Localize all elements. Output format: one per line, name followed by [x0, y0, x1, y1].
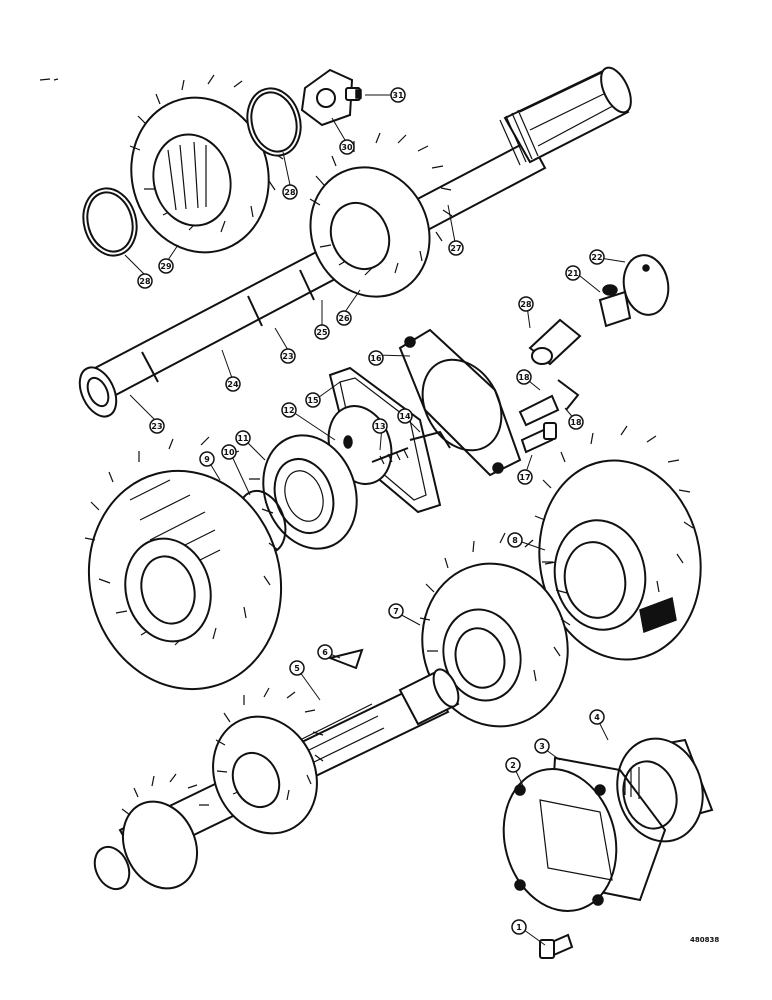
svg-text:29: 29: [160, 262, 172, 271]
callout-23-upper: 23: [280, 348, 296, 364]
svg-text:30: 30: [341, 143, 353, 152]
svg-text:13: 13: [374, 422, 385, 431]
svg-text:11: 11: [237, 434, 249, 443]
callout-21: 21: [565, 265, 581, 281]
svg-text:5: 5: [294, 664, 300, 673]
gear-8: [534, 425, 702, 661]
callout-1: 1: [511, 919, 527, 935]
callout-28-upper: 28: [282, 184, 298, 200]
callout-29: 29: [158, 258, 174, 274]
svg-text:4: 4: [594, 713, 600, 722]
callout-2: 2: [505, 757, 521, 773]
svg-text:7: 7: [393, 607, 399, 616]
bolt-18: [518, 379, 580, 427]
callout-28-left: 28: [137, 273, 153, 289]
bolt-13: [371, 447, 409, 465]
callout-31: 31: [390, 87, 406, 103]
svg-text:1: 1: [516, 923, 522, 932]
svg-text:23: 23: [151, 422, 162, 431]
callout-11: 11: [235, 430, 251, 446]
callout-16: 16: [368, 350, 384, 366]
svg-text:24: 24: [227, 380, 239, 389]
gear-9: [84, 436, 283, 691]
callout-13: 13: [372, 418, 388, 434]
bolt-17: [520, 422, 557, 454]
figure-code: 480838: [690, 936, 719, 944]
svg-text:9: 9: [204, 455, 210, 464]
callout-14: 14: [397, 408, 413, 424]
scan-mark: [39, 78, 59, 81]
svg-text:18: 18: [570, 418, 582, 427]
bearing-4: [616, 737, 714, 843]
retainer-plate-30: [300, 68, 354, 127]
callout-10: 10: [221, 444, 237, 460]
callout-25: 25: [314, 324, 330, 340]
svg-text:17: 17: [519, 473, 530, 482]
svg-text:21: 21: [567, 269, 579, 278]
callout-4: 4: [589, 709, 605, 725]
svg-text:16: 16: [370, 354, 382, 363]
gear-29: [129, 74, 284, 254]
svg-text:12: 12: [283, 406, 294, 415]
callout-7: 7: [388, 603, 404, 619]
lock-14: [409, 430, 451, 449]
upper-countershaft: [78, 66, 632, 418]
callout-29-bushing: 28: [518, 296, 534, 312]
gear-7: [419, 532, 571, 728]
svg-text:27: 27: [450, 244, 461, 253]
svg-text:8: 8: [512, 536, 518, 545]
callout-layer: 31 30 28 29 28 27 26 25 23 24 23 22 21 2…: [124, 87, 626, 946]
svg-text:22: 22: [591, 253, 602, 262]
svg-text:26: 26: [338, 314, 350, 323]
plate-22: [622, 254, 670, 316]
callout-30: 30: [339, 139, 355, 155]
bolt-1: [539, 933, 574, 959]
cover-2: [502, 768, 618, 912]
callout-15: 15: [305, 392, 321, 408]
svg-text:31: 31: [392, 91, 404, 100]
callout-9: 9: [199, 451, 215, 467]
callout-24: 24: [225, 376, 241, 392]
svg-text:23: 23: [282, 352, 293, 361]
svg-text:28: 28: [284, 188, 296, 197]
svg-text:10: 10: [223, 448, 235, 457]
bearing-11: [262, 434, 358, 550]
callout-5: 5: [289, 660, 305, 676]
cover-16: [398, 328, 522, 477]
callout-26: 26: [336, 310, 352, 326]
svg-text:25: 25: [316, 328, 328, 337]
svg-text:14: 14: [399, 412, 411, 421]
svg-text:6: 6: [322, 648, 328, 657]
callout-3: 3: [534, 738, 550, 754]
svg-text:2: 2: [510, 761, 516, 770]
mainshaft-5: [93, 668, 460, 891]
bushing-20: [528, 318, 582, 366]
svg-text:28: 28: [520, 300, 532, 309]
callout-22: 22: [589, 249, 605, 265]
svg-text:3: 3: [539, 742, 545, 751]
plug-21: [598, 284, 632, 328]
bolt-31: [345, 87, 362, 101]
gear-26: [309, 132, 453, 298]
callout-12: 12: [281, 402, 297, 418]
callout-18-lower: 18: [568, 414, 584, 430]
svg-text:15: 15: [307, 396, 319, 405]
callout-27: 27: [448, 240, 464, 256]
key-6: [326, 648, 364, 670]
svg-text:18: 18: [518, 373, 530, 382]
callout-8: 8: [507, 532, 523, 548]
callout-17: 17: [517, 469, 533, 485]
svg-text:28: 28: [139, 277, 151, 286]
callout-23-lower: 23: [149, 418, 165, 434]
callout-6: 6: [317, 644, 333, 660]
callout-18-upper: 18: [516, 369, 532, 385]
